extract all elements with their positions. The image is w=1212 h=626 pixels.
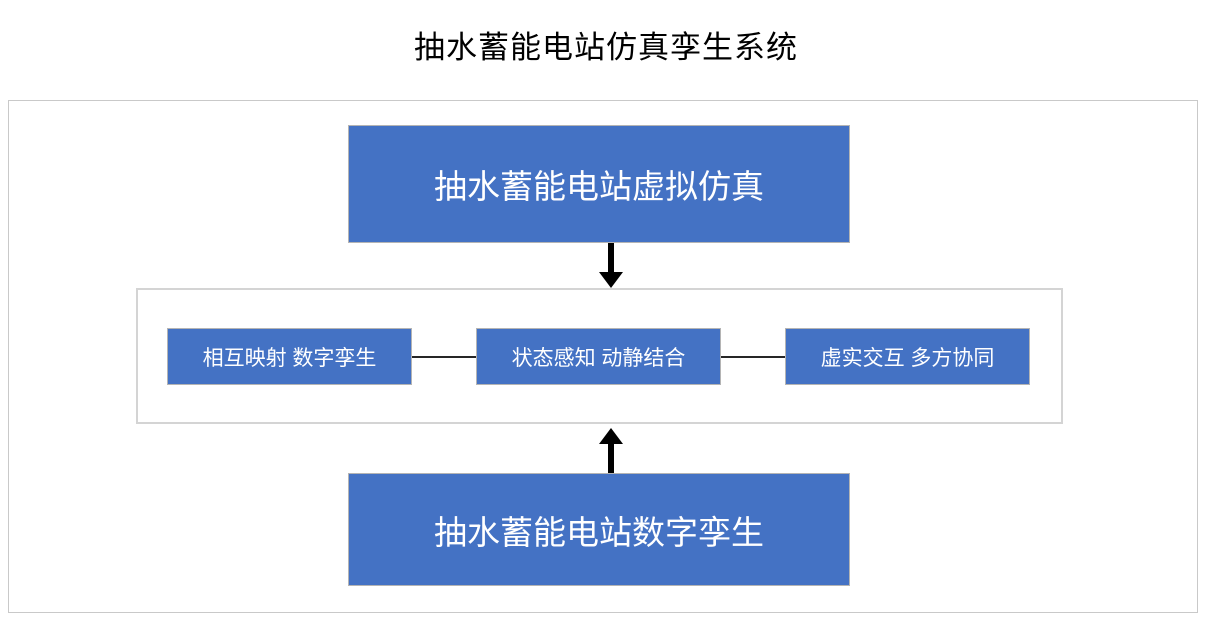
arrow-up-head (599, 428, 623, 444)
arrow-up-shaft (608, 443, 614, 473)
node-state-perception[interactable]: 状态感知 动静结合 (476, 328, 721, 385)
node-virtual-simulation[interactable]: 抽水蓄能电站虚拟仿真 (348, 125, 850, 243)
arrow-down-shaft (608, 243, 614, 273)
node-virtual-real-interaction-label: 虚实交互 多方协同 (820, 346, 995, 370)
arrow-down-icon (599, 243, 623, 288)
page-title: 抽水蓄能电站仿真孪生系统 (414, 30, 798, 65)
diagram-frame: 抽水蓄能电站虚拟仿真 相互映射 数字孪生 状态感知 动静结合 虚实交互 多方协同… (8, 100, 1198, 613)
node-state-perception-label: 状态感知 动静结合 (511, 346, 686, 370)
connector-sub2-sub3 (721, 356, 785, 358)
connector-sub1-sub2 (412, 356, 476, 358)
arrow-up-icon (599, 428, 623, 473)
node-mutual-mapping[interactable]: 相互映射 数字孪生 (167, 328, 412, 385)
node-digital-twin-label: 抽水蓄能电站数字孪生 (434, 513, 764, 551)
node-virtual-simulation-label: 抽水蓄能电站虚拟仿真 (434, 168, 764, 205)
node-virtual-real-interaction[interactable]: 虚实交互 多方协同 (785, 328, 1030, 385)
node-mutual-mapping-label: 相互映射 数字孪生 (202, 346, 377, 370)
node-digital-twin[interactable]: 抽水蓄能电站数字孪生 (348, 473, 850, 586)
arrow-down-head (599, 272, 623, 288)
